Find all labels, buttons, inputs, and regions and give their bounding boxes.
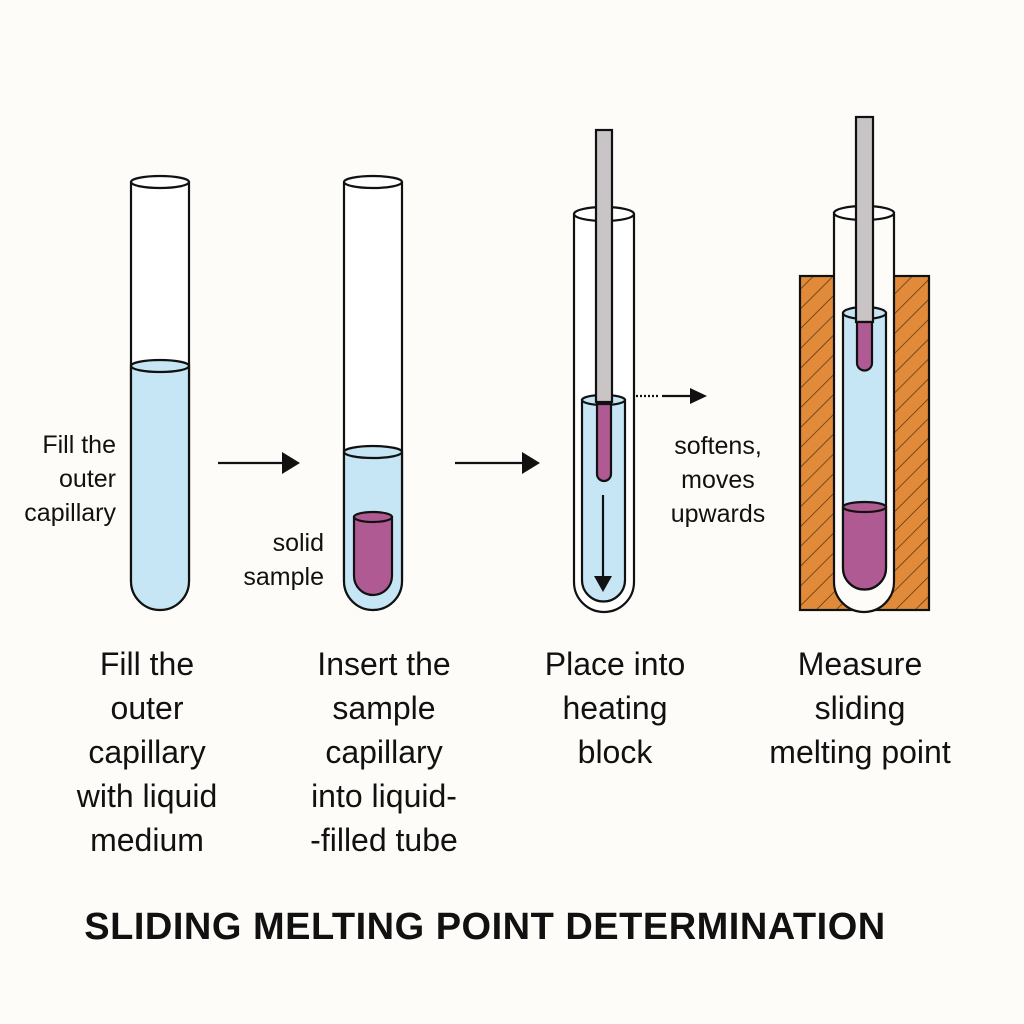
label-line: solid [272, 529, 324, 557]
label-line: softens, [674, 432, 762, 460]
caption-line: heating [562, 690, 668, 726]
caption-line: -filled tube [310, 822, 458, 858]
label-fill-outer: Fill the outer capillary [20, 428, 116, 530]
caption-line: capillary [88, 734, 206, 770]
caption-step3: Place into heating block [495, 642, 735, 774]
label-solid-sample: solid sample [220, 526, 324, 594]
assembly-step3 [572, 128, 707, 614]
caption-step4: Measure sliding melting point [740, 642, 980, 774]
caption-line: melting point [769, 734, 951, 770]
label-softens: softens, moves upwards [658, 429, 778, 531]
caption-line: Measure [797, 646, 923, 682]
caption-line: Insert the [317, 646, 451, 682]
label-line: moves [681, 466, 755, 494]
arrow-1 [218, 452, 300, 474]
arrow-2 [455, 452, 540, 474]
label-line: upwards [670, 500, 766, 528]
caption-line: block [577, 734, 653, 770]
caption-line: into liquid- [311, 778, 457, 814]
caption-line: Fill the [99, 646, 195, 682]
label-line: Fill the [42, 431, 116, 459]
label-line: sample [243, 563, 324, 591]
caption-step2: Insert the sample capillary into liquid-… [264, 642, 504, 862]
caption-line: medium [90, 822, 204, 858]
caption-line: with liquid [76, 778, 218, 814]
outer-capillary-step2 [342, 174, 404, 612]
heating-block-step4 [798, 115, 931, 614]
caption-line: sample [332, 690, 436, 726]
caption-line: sliding [814, 690, 906, 726]
label-line: capillary [24, 499, 116, 527]
label-line: outer [59, 465, 116, 493]
caption-line: outer [110, 690, 184, 726]
caption-line: capillary [325, 734, 443, 770]
outer-capillary-step1 [129, 174, 191, 612]
caption-step1: Fill the outer capillary with liquid med… [27, 642, 267, 862]
diagram-title: SLIDING MELTING POINT DETERMINATION [84, 906, 886, 948]
caption-line: Place into [544, 646, 686, 682]
